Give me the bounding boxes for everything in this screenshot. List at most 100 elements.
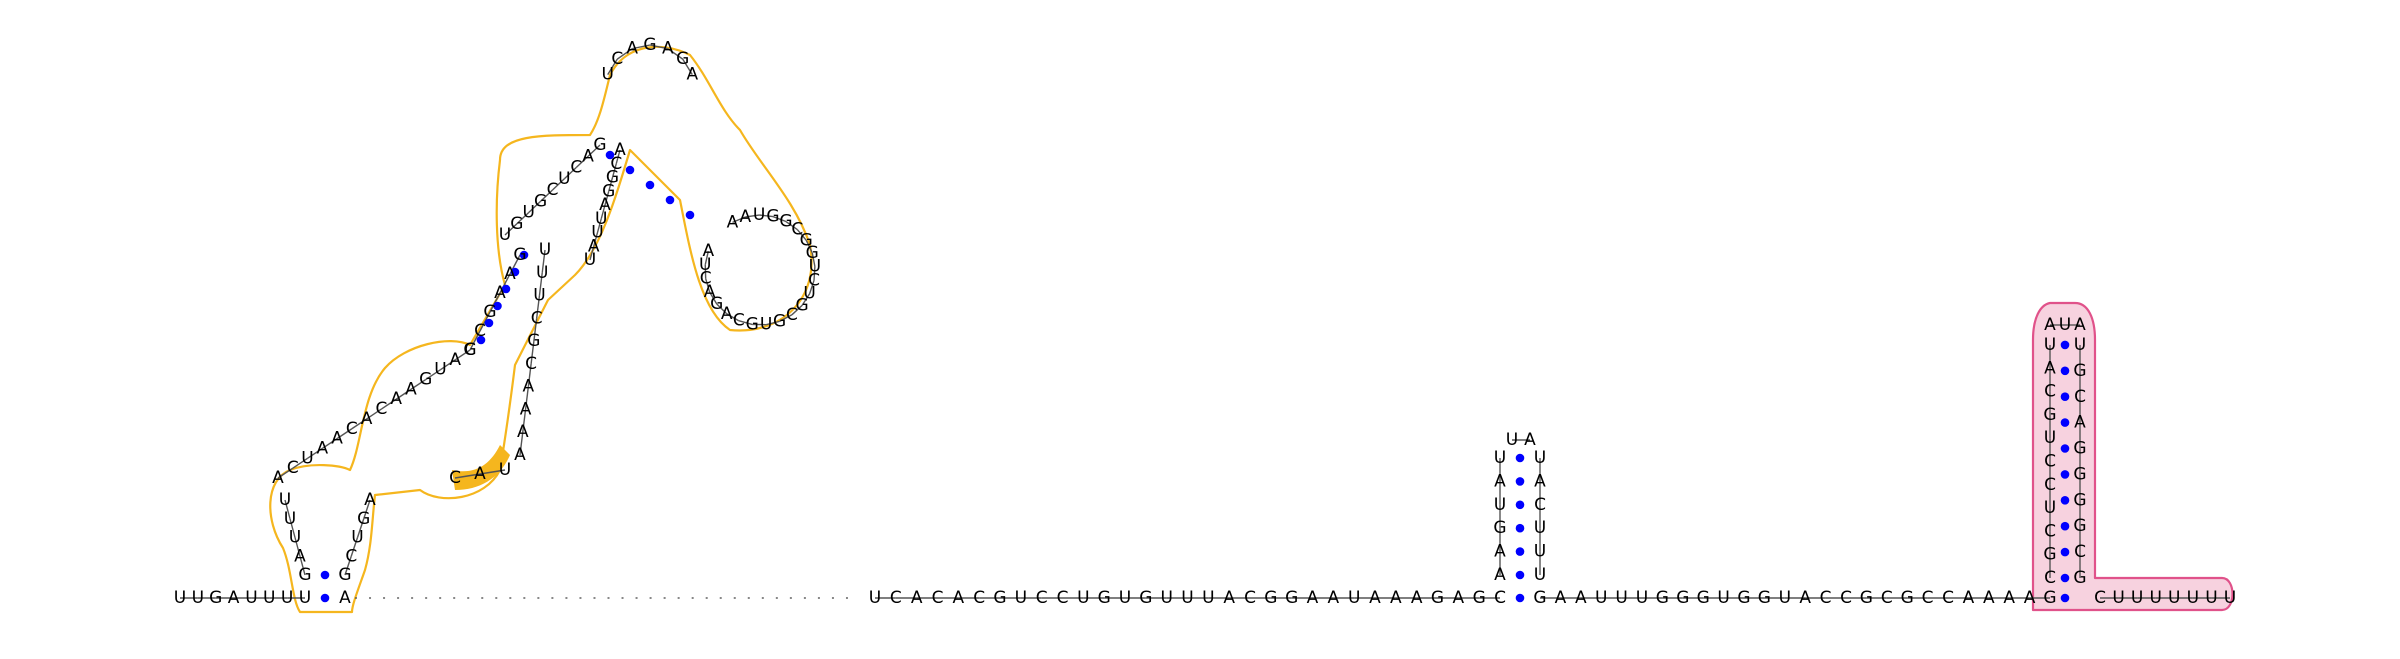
small-hairpin-left-base: U [1494,495,1506,515]
middle-strand-base: U [1077,588,1089,608]
terminator-outline [2033,303,2233,610]
small-hairpin-pair-dot [1516,454,1525,463]
middle-strand-base: C [932,588,944,608]
middle-strand-base: A [1390,588,1402,608]
terminator-right-base: G [2073,516,2086,536]
top-loop-base: A [662,39,674,59]
right-strand-base: U [1717,588,1729,608]
terminator-top-base: A [2044,315,2056,335]
middle-strand-base: U [1015,588,1027,608]
middle-strand-base: A [1307,588,1319,608]
base-pair-dot [321,571,330,580]
terminator-pair-dot [2061,392,2070,401]
stem2-right-base: A [517,422,529,442]
middle-strand-base: G [1098,588,1111,608]
terminator-pair-dot [2061,470,2070,479]
left-tail-base: A [228,588,240,608]
right-strand-base: G [1737,588,1750,608]
small-hairpin-right-base: U [1534,448,1546,468]
small-hairpin-right-base: A [1534,471,1546,491]
terminator-left-base: U [2044,428,2056,448]
middle-strand-base: U [1119,588,1131,608]
base-pair-dot [321,594,330,603]
terminator-tail-base: U [2149,588,2161,608]
stem2-right-base: U [539,240,551,260]
stem2-right-base: C [525,354,537,374]
branch-right-base: G [766,207,779,227]
small-hairpin-left-base: U [1494,448,1506,468]
right-strand-base: A [1963,588,1975,608]
interior-strand-base: A [361,409,373,429]
small-hairpin-top-base: U [1506,430,1518,450]
terminator-pair-dot [2061,444,2070,453]
small-hairpin-left-base: A [1494,565,1506,585]
small-hairpin-left-base: G [1493,518,1506,538]
small-hairpin-right-base: C [1534,495,1546,515]
interior-strand-base: U [301,448,313,468]
interior-strand-base: G [419,370,432,390]
base-pair-dot [646,181,655,190]
right-strand-base: C [1820,588,1832,608]
terminator-right-base: G [2073,439,2086,459]
hairpin1-right-base: U [351,528,363,548]
middle-strand-base: C [1036,588,1048,608]
middle-strand-base: U [1160,588,1172,608]
interior-strand-base: C [375,399,387,419]
hairpin1-left-base: A [294,546,306,566]
terminator-tail-base: U [2168,588,2180,608]
loop3-base: C [570,158,582,178]
stem2-left-base: A [494,283,506,303]
base-pair-dots [321,151,2070,603]
small-hairpin-right-base: U [1534,542,1546,562]
terminator-left-base: C [2044,452,2056,472]
hairpin1-right-base: G [357,509,370,529]
interior-strand-base: A [405,379,417,399]
terminator-pair-dot [2061,496,2070,505]
branch-right-base: A [740,207,752,227]
hairpin1-left-base: U [284,509,296,529]
middle-strand-base: C [973,588,985,608]
right-strand-base: G [1860,588,1873,608]
terminator-right-base: G [2073,464,2086,484]
middle-strand-base: A [1369,588,1381,608]
branch-right-base: G [773,311,786,331]
small-hairpin-pair-dot [1516,501,1525,510]
right-strand-base: G [2043,588,2056,608]
right-strand-base: A [2024,588,2036,608]
small-hairpin-right-base: U [1534,565,1546,585]
top-loop-base: G [643,35,656,55]
right-strand-base: U [1595,588,1607,608]
middle-strand-base: C [1057,588,1069,608]
stem2-right-base: U [533,286,545,306]
stem2-left-base: C [474,321,486,341]
middle-strand-base: A [953,588,965,608]
stem2-right-base: A [514,445,526,465]
terminator-right-base: U [2074,335,2086,355]
terminator-left-base: A [2044,358,2056,378]
terminator-right-base: G [2073,568,2086,588]
terminator-left-base: C [2044,568,2056,588]
small-hairpin-left-base: A [1494,542,1506,562]
terminator-closing-dot [2061,594,2070,603]
middle-strand-base: U [1181,588,1193,608]
stem2-right-base: U [536,263,548,283]
base-pair-dot [666,196,675,205]
middle-strand-base: C [1244,588,1256,608]
right-strand-base: C [1922,588,1934,608]
top-loop-base: A [686,65,698,85]
hairpin1-left-base: U [289,528,301,548]
loop3-base: U [558,169,570,189]
right-strand-base: U [1779,588,1791,608]
interior-highlight-base: C [449,468,461,488]
terminator-pair-dot [2061,548,2070,557]
branch-right-base: U [760,315,772,335]
hairpin1-left-base: U [279,490,291,510]
interior-strand-base: C [287,458,299,478]
middle-strand-base: G [1139,588,1152,608]
right-strand-base: C [1942,588,1954,608]
stem2-right-base: A [523,377,535,397]
base-pair-dot [686,211,695,220]
stem2-right-base: A [520,399,532,419]
terminator-tail-base: U [2224,588,2236,608]
